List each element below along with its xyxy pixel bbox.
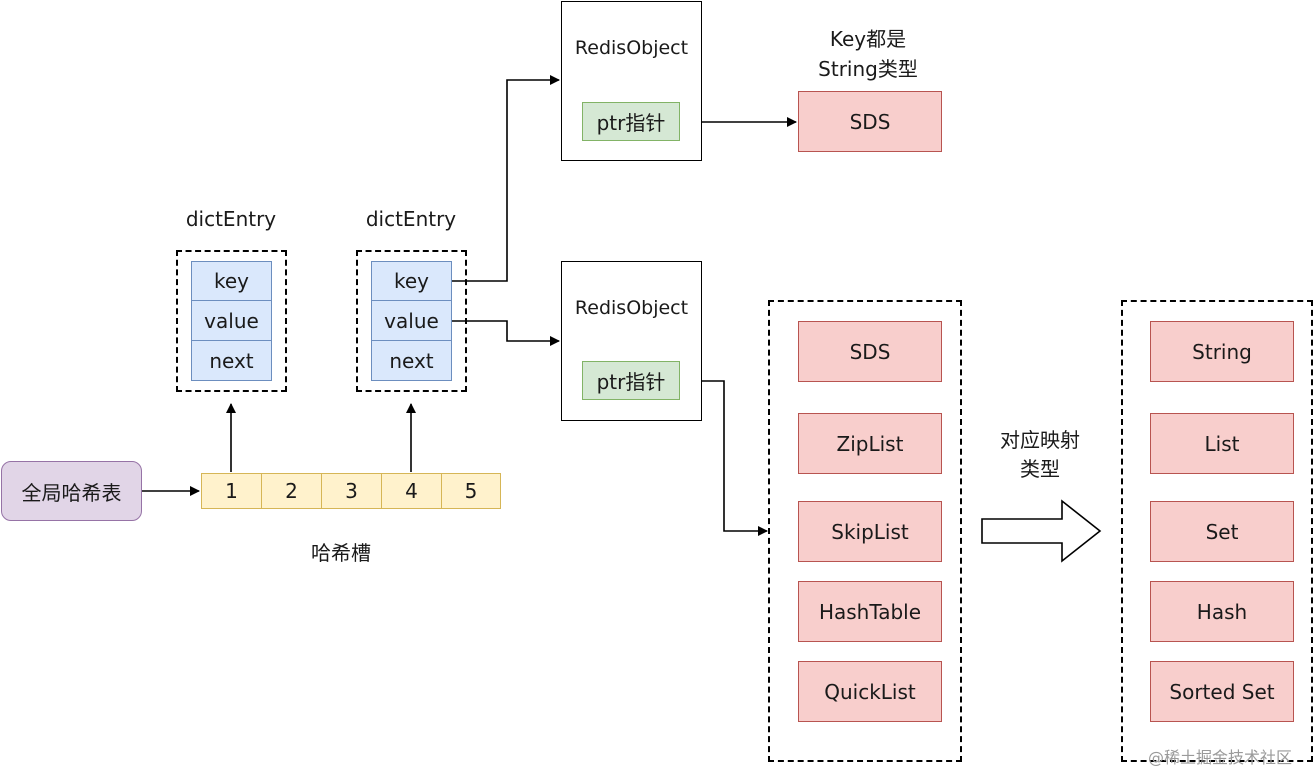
hash-slot-2: 2 xyxy=(261,473,322,509)
mapping-label-line-2: 类型 xyxy=(1020,457,1060,481)
edge-value-to-redisobject2 xyxy=(451,320,560,346)
data-type-sorted-set: Sorted Set xyxy=(1150,661,1294,722)
hash-slot-3: 3 xyxy=(321,473,382,509)
redis-object-1-ptr: ptr指针 xyxy=(582,102,680,141)
dict-entry-1-container xyxy=(176,250,287,392)
dict-entry-2-value: value xyxy=(371,300,452,341)
dict-entry-2-container xyxy=(356,250,467,392)
data-type-hash: Hash xyxy=(1150,581,1294,642)
watermark: @稀土掘金技术社区 xyxy=(1147,748,1292,767)
redis-object-2-title: RedisObject xyxy=(574,297,689,319)
dict-entry-2-key: key xyxy=(371,261,452,301)
edge-key-to-redisobject1 xyxy=(451,75,560,282)
redis-object-2-ptr: ptr指针 xyxy=(582,361,680,400)
key-sds-node: SDS xyxy=(798,91,942,152)
hash-slot-label: 哈希槽 xyxy=(311,541,371,565)
data-types-container xyxy=(1121,300,1313,762)
key-note-line-1: Key都是 xyxy=(829,27,907,51)
encodings-container xyxy=(768,300,962,762)
data-type-set: Set xyxy=(1150,501,1294,562)
dict-entry-1-next: next xyxy=(191,340,272,381)
dict-entry-1-value: value xyxy=(191,300,272,341)
encoding-ziplist: ZipList xyxy=(798,413,942,474)
encoding-quicklist: QuickList xyxy=(798,661,942,722)
redis-object-1-title: RedisObject xyxy=(574,37,689,59)
data-type-string: String xyxy=(1150,321,1294,382)
dict-entry-2-next: next xyxy=(371,340,452,381)
data-type-list: List xyxy=(1150,413,1294,474)
dict-entry-1-key: key xyxy=(191,261,272,301)
key-note-line-2: String类型 xyxy=(818,57,918,81)
encoding-sds: SDS xyxy=(798,321,942,382)
hash-slot-1: 1 xyxy=(201,473,262,509)
global-hash-table-node: 全局哈希表 xyxy=(1,461,142,521)
mapping-arrow xyxy=(981,499,1102,563)
encoding-hashtable: HashTable xyxy=(798,581,942,642)
encoding-skiplist: SkipList xyxy=(798,501,942,562)
hash-slot-5: 5 xyxy=(441,473,501,509)
mapping-label-line-1: 对应映射 xyxy=(1000,428,1080,452)
hash-slot-4: 4 xyxy=(381,473,442,509)
dict-entry-1-title: dictEntry xyxy=(185,207,277,231)
dict-entry-2-title: dictEntry xyxy=(365,207,457,231)
